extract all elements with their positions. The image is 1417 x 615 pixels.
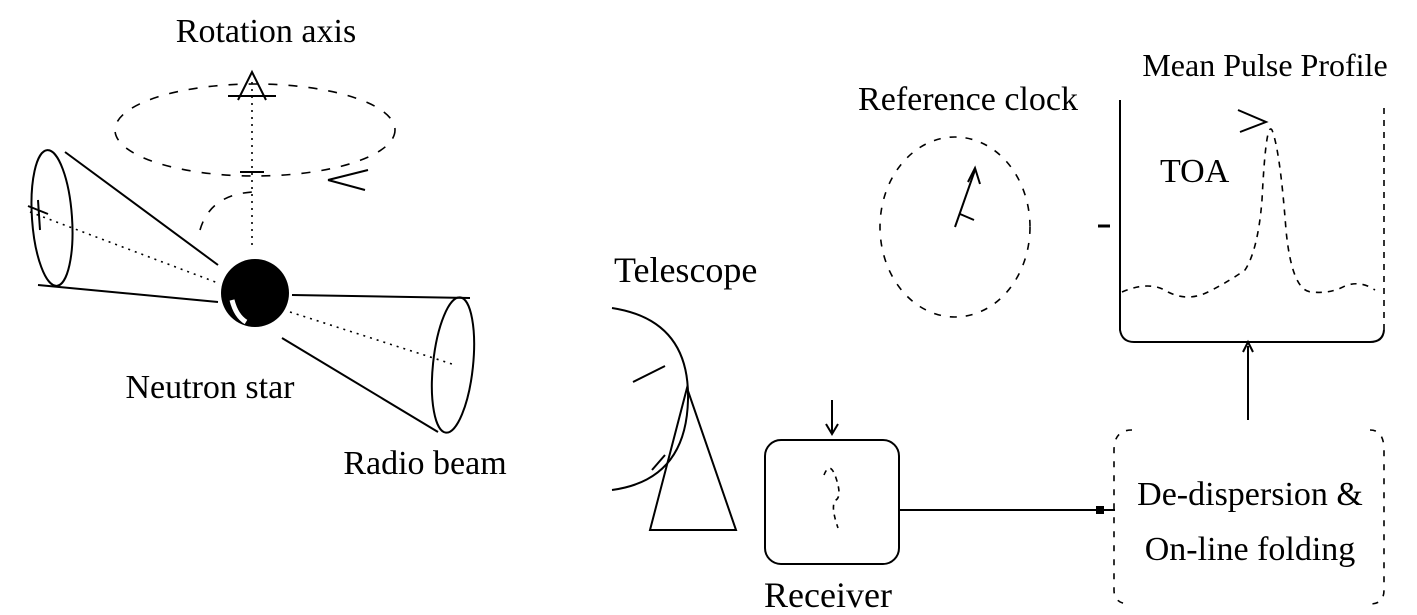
receiver-input-arrow bbox=[825, 423, 839, 436]
mean-pulse-profile-label: Mean Pulse Profile bbox=[1142, 47, 1387, 83]
telescope-mount bbox=[648, 384, 738, 531]
pulse-profile-curve bbox=[1121, 128, 1376, 298]
timing-chain-panel: Telescope Receiver Reference clock Mean … bbox=[611, 47, 1388, 615]
radio-beam-label: Radio beam bbox=[343, 445, 506, 482]
left-beam-axis-mark bbox=[27, 199, 49, 231]
rotation-direction-arrow bbox=[327, 169, 369, 191]
profile-frame bbox=[1119, 100, 1385, 343]
neutron-star-label: Neutron star bbox=[125, 369, 295, 406]
rotation-axis-label: Rotation axis bbox=[176, 13, 356, 50]
rotation-direction-ellipse bbox=[114, 83, 396, 177]
right-beam-cone-base bbox=[430, 296, 476, 434]
processor-label-line2: On-line folding bbox=[1145, 531, 1356, 568]
rotation-axis-arrowhead bbox=[237, 69, 267, 101]
toa-label: TOA bbox=[1160, 153, 1230, 190]
telescope-feed-mark bbox=[632, 365, 666, 383]
processor-box-left bbox=[1113, 429, 1133, 605]
reference-clock-label: Reference clock bbox=[858, 81, 1078, 118]
processor-label-line1: De-dispersion & bbox=[1137, 476, 1363, 513]
receiver-label: Receiver bbox=[764, 575, 892, 615]
neutron-star-panel: Rotation axis Neutron star Radio beam bbox=[27, 13, 507, 482]
receiver-box bbox=[764, 439, 900, 565]
receiver-sine-icon bbox=[823, 467, 840, 529]
processor-to-profile-arrow bbox=[1242, 339, 1254, 353]
left-beam-axis bbox=[29, 211, 219, 284]
neutron-star-highlight bbox=[229, 299, 248, 325]
reference-clock-hands bbox=[954, 169, 976, 228]
inclination-arc bbox=[199, 191, 253, 231]
telescope-label: Telescope bbox=[614, 250, 757, 290]
telescope-lower-mark bbox=[651, 454, 666, 471]
right-beam-cone-edge-bottom bbox=[281, 337, 439, 433]
processor-box-right bbox=[1369, 429, 1385, 605]
left-beam-cone-edge-top bbox=[64, 151, 219, 266]
right-beam-cone-edge-top bbox=[291, 294, 471, 299]
telescope-dish bbox=[611, 307, 690, 491]
neutron-star bbox=[221, 259, 289, 327]
left-beam-cone-base bbox=[30, 149, 74, 287]
left-beam-cone-edge-bottom bbox=[37, 284, 219, 303]
right-beam-axis bbox=[289, 311, 453, 365]
reference-clock-face bbox=[879, 136, 1031, 318]
reference-clock-hand-tip bbox=[967, 165, 981, 185]
toa-arrow bbox=[1237, 109, 1269, 133]
processor-input-arrow bbox=[1096, 506, 1104, 514]
